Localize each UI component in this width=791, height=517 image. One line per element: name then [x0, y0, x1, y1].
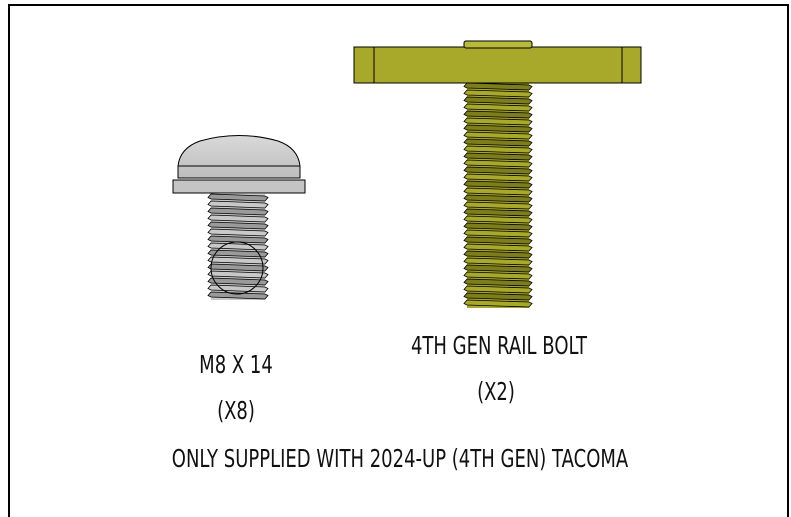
m8-threads-ridge	[207, 277, 269, 286]
m8-bolt-head	[177, 135, 301, 179]
m8-threads-ridge	[207, 291, 269, 300]
m8-bolt-washer	[172, 179, 306, 194]
rail-threads-ridge	[463, 299, 533, 308]
rail-threads-ridge	[463, 194, 533, 203]
rail-threads-ridge	[463, 89, 533, 98]
m8-bolt-name-label: M8 X 14	[199, 350, 273, 379]
rail-threads-ridge	[463, 271, 533, 280]
rail-threads-ridge	[463, 145, 533, 154]
m8-bolt-outline-circle	[210, 241, 264, 295]
rail-threads-ridge	[463, 243, 533, 252]
rail-threads-ridge	[463, 278, 533, 287]
m8-threads-ridge	[207, 270, 269, 279]
m8-bolt-threads	[207, 193, 269, 300]
m8-threads-ridge	[207, 235, 269, 244]
m8-threads-ridge	[207, 193, 269, 202]
rail-threads-ridge	[463, 250, 533, 259]
rail-threads-ridge	[463, 117, 533, 126]
rail-threads-ridge	[463, 152, 533, 161]
m8-threads-ridge	[207, 249, 269, 258]
rail-threads-ridge	[463, 96, 533, 105]
m8-threads-ridge	[207, 256, 269, 265]
m8-bolt-icon	[172, 135, 306, 300]
rail-threads-ridge	[463, 285, 533, 294]
rail-threads-ridge	[463, 138, 533, 147]
rail-bolt-quantity-label: (X2)	[477, 377, 515, 406]
rail-threads-ridge	[463, 103, 533, 112]
m8-threads-ridge	[207, 200, 269, 209]
rail-threads-ridge	[463, 236, 533, 245]
rail-threads-ridge	[463, 82, 533, 91]
m8-threads-ridge	[207, 207, 269, 216]
rail-threads-ridge	[463, 229, 533, 238]
rail-threads-ridge	[463, 180, 533, 189]
rail-threads-ridge	[463, 264, 533, 273]
rail-bolt-nub	[463, 40, 533, 49]
rail-bolt-threads	[463, 82, 533, 308]
rail-threads-ridge	[463, 257, 533, 266]
m8-threads-ridge	[207, 263, 269, 272]
rail-threads-ridge	[463, 215, 533, 224]
m8-threads-ridge	[207, 221, 269, 230]
m8-threads-ridge	[207, 214, 269, 223]
rail-threads-ridge	[463, 166, 533, 175]
rail-threads-ridge	[463, 187, 533, 196]
rail-threads-ridge	[463, 173, 533, 182]
rail-bolt-icon	[353, 40, 642, 308]
m8-threads-ridge	[207, 242, 269, 251]
diagram-frame	[8, 4, 789, 517]
rail-bolt-name-label: 4TH GEN RAIL BOLT	[410, 331, 588, 360]
supply-note: ONLY SUPPLIED WITH 2024-UP (4TH GEN) TAC…	[171, 444, 629, 473]
rail-threads-ridge	[463, 110, 533, 119]
rail-threads-ridge	[463, 222, 533, 231]
rail-threads-ridge	[463, 292, 533, 301]
rail-threads-ridge	[463, 159, 533, 168]
rail-threads-ridge	[463, 131, 533, 140]
m8-threads-ridge	[207, 228, 269, 237]
rail-threads-ridge	[463, 201, 533, 210]
rail-threads-ridge	[463, 208, 533, 217]
m8-bolt-quantity-label: (X8)	[217, 396, 255, 425]
rail-threads-ridge	[463, 124, 533, 133]
rail-bolt-plate	[353, 46, 642, 84]
